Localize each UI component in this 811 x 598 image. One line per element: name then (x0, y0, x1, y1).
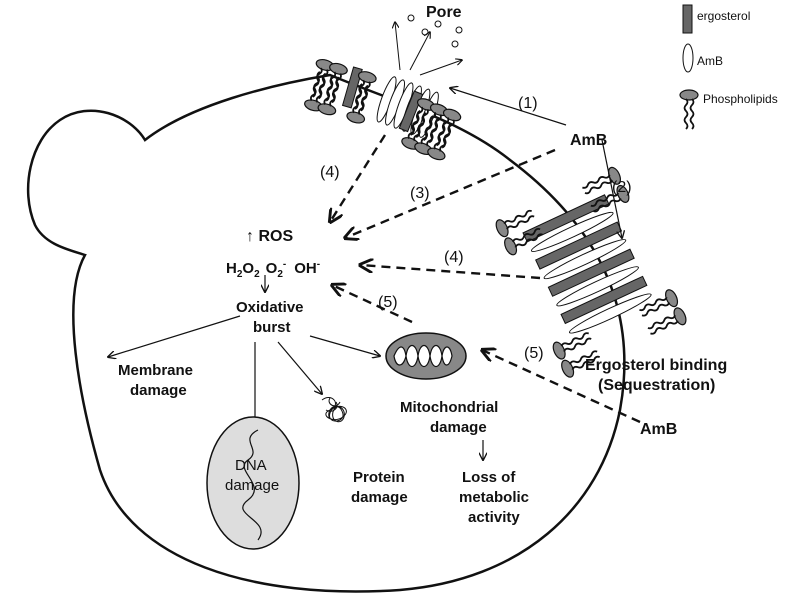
legend-amb-swatch (682, 43, 694, 73)
arrow-step-2 (601, 139, 622, 238)
step-5-amb-label: (5) (524, 345, 544, 362)
step-4-pore-label: (4) (320, 164, 340, 181)
step-2-label: (2) (612, 179, 632, 196)
membrane-damage-label-2: damage (130, 382, 187, 399)
legend-phospholipid-swatch (679, 89, 699, 130)
membrane-damage-label-1: Membrane (118, 362, 193, 379)
arrow-to-protein (277, 341, 322, 394)
step-3-label: (3) (410, 185, 430, 202)
dna-damage-label-1: DNA (235, 457, 267, 474)
arrow-step-4-pore (330, 134, 387, 222)
arrow-step-1 (450, 88, 567, 126)
amb-bottom-label: AmB (640, 421, 677, 438)
ergosterol-sequestration-complex (492, 164, 690, 380)
arrow-step-3 (345, 148, 556, 238)
pore-membrane-complex (302, 56, 464, 163)
amb-top-label: AmB (570, 132, 607, 149)
legend-phospholipids-label: Phospholipids (703, 92, 778, 106)
step-5-mito-label: (5) (378, 294, 398, 311)
mitochondrion-icon (385, 332, 467, 380)
nucleus-icon (206, 416, 300, 550)
legend-ergosterol-swatch (682, 4, 693, 34)
legend-amb-label: AmB (697, 54, 723, 68)
mito-damage-label-2: damage (430, 419, 487, 436)
legend-ergosterol-label: ergosterol (697, 9, 750, 23)
protein-damage-label-2: damage (351, 489, 408, 506)
legend: ergosterol AmB Phospholipids (679, 4, 778, 130)
loss-metabolic-label-2: metabolic (459, 489, 529, 506)
step-4-seq-label: (4) (444, 249, 464, 266)
arrow-to-mitochondria (309, 335, 380, 356)
ergosterol-binding-label-2: (Sequestration) (598, 377, 715, 394)
cell-membrane (26, 73, 626, 593)
dna-damage-label-2: damage (225, 477, 279, 494)
mito-damage-label-1: Mitochondrial (400, 399, 498, 416)
pore-label: Pore (426, 4, 462, 21)
step-1-label: (1) (518, 95, 538, 112)
pore-efflux (395, 14, 462, 76)
loss-metabolic-label-3: activity (468, 509, 520, 526)
arrow-step-4-seq (360, 265, 541, 280)
protein-tangle-icon (321, 396, 347, 423)
arrow-to-membrane (108, 315, 241, 357)
loss-metabolic-label-1: Loss of (462, 469, 516, 486)
protein-damage-label-1: Protein (353, 469, 405, 486)
arrow-step-5-mito (332, 285, 413, 324)
oxidative-burst-label-1: Oxidative (236, 299, 304, 316)
ros-label: ↑ ROS (246, 228, 293, 245)
oxidative-burst-label-2: burst (253, 319, 291, 336)
ergosterol-binding-label-1: Ergosterol binding (585, 357, 727, 374)
